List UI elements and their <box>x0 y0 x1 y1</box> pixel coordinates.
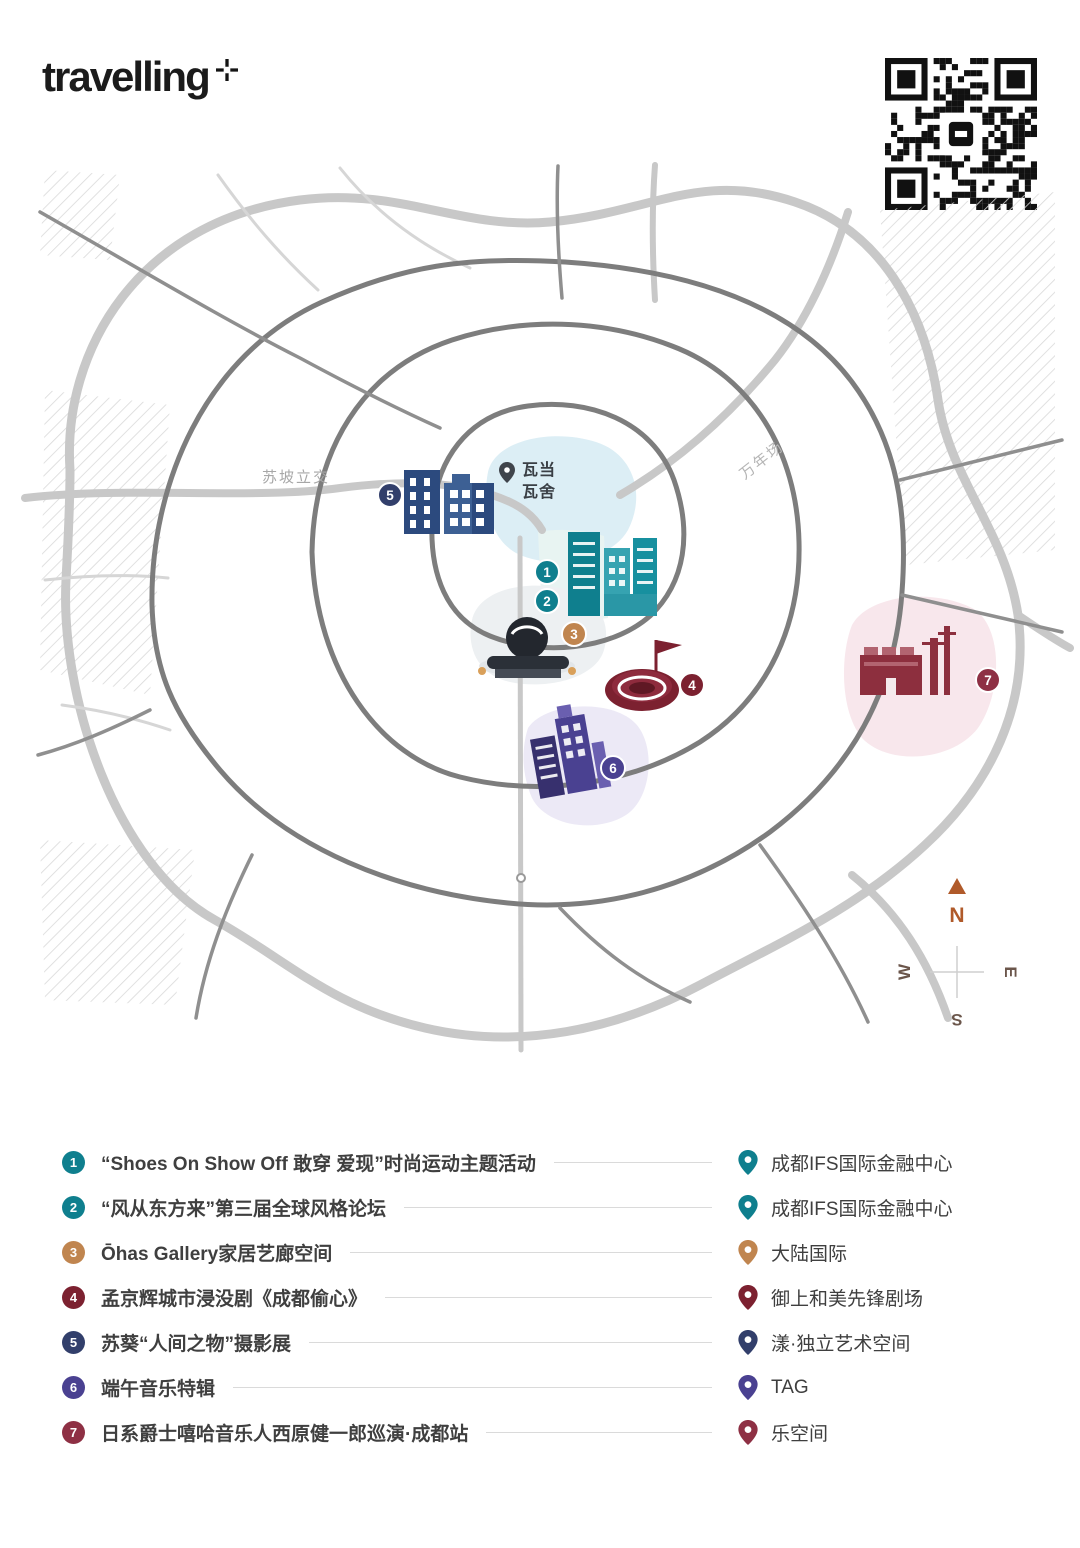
legend-number-badge: 1 <box>62 1151 85 1174</box>
legend: 1 “Shoes On Show Off 敢穿 爱现”时尚运动主题活动 成都IF… <box>62 1140 1018 1455</box>
legend-row: 5 苏葵“人间之物”摄影展 漾·独立艺术空间 <box>62 1320 1018 1365</box>
map-marker-7: 7 <box>975 667 1001 693</box>
svg-text:4: 4 <box>688 678 696 693</box>
event-title: 孟京辉城市浸没剧《成都偷心》 <box>101 1289 368 1310</box>
legend-number-badge: 3 <box>62 1241 85 1264</box>
road-label-supo: 苏坡立交 <box>262 468 330 486</box>
ring-road-outer <box>149 257 906 908</box>
lake-area <box>486 436 637 562</box>
highway-roads <box>21 162 1074 1053</box>
stadium-building <box>605 640 682 711</box>
venue-pin-icon <box>738 1239 758 1265</box>
venue-name: 成都IFS国际金融中心 <box>771 1154 953 1175</box>
ring-roads <box>149 257 906 908</box>
building-cluster-teal <box>568 532 657 616</box>
leader-line <box>385 1297 712 1298</box>
poi-wadang: 瓦当 瓦舍 <box>499 460 556 501</box>
svg-text:3: 3 <box>570 627 578 642</box>
venue-pin-icon <box>738 1374 758 1400</box>
venue-name: 乐空间 <box>771 1424 829 1445</box>
svg-text:E: E <box>1001 966 1020 977</box>
ring-road-middle <box>309 321 802 789</box>
north-arrow-icon <box>948 878 966 894</box>
building-cluster-purple <box>529 704 612 799</box>
event-title: “风从东方来”第三届全球风格论坛 <box>101 1199 387 1220</box>
map-marker-3: 3 <box>561 621 587 647</box>
venue-name: TAG <box>771 1376 809 1398</box>
road-label-wannianchang: 万年场 <box>737 438 788 483</box>
legend-row: 6 端午音乐特辑 TAG <box>62 1365 1018 1410</box>
map-marker-4: 4 <box>679 672 705 698</box>
road-end-dot <box>516 873 526 883</box>
event-title: Ōhas Gallery家居艺廊空间 <box>101 1244 333 1265</box>
leader-line <box>486 1432 712 1433</box>
leader-line <box>350 1252 712 1253</box>
venue-name: 御上和美先锋剧场 <box>771 1289 924 1310</box>
event-title: 日系爵士嘻哈音乐人西原健一郎巡演·成都站 <box>101 1424 469 1445</box>
minor-roads <box>36 164 1064 1024</box>
art-installation-illustration <box>478 617 576 678</box>
compass: N W E S <box>895 878 1020 1029</box>
legend-row: 3 Ōhas Gallery家居艺廊空间 大陆国际 <box>62 1230 1018 1275</box>
factory-building <box>860 626 956 695</box>
plus-icon <box>215 59 238 81</box>
ring-road-inner <box>429 401 687 651</box>
venue-pin-icon <box>738 1194 758 1220</box>
venue-pin-icon <box>738 1419 758 1445</box>
svg-text:W: W <box>895 963 914 980</box>
venue-pin-icon <box>738 1284 758 1310</box>
svg-text:S: S <box>951 1010 962 1029</box>
legend-number-badge: 5 <box>62 1331 85 1354</box>
svg-text:瓦舍: 瓦舍 <box>522 482 556 501</box>
city-map: 1 2 3 4 5 6 7 苏坡立交 万年场 瓦当 瓦舍 N W E S <box>21 162 1074 1053</box>
event-title: 端午音乐特辑 <box>101 1379 216 1400</box>
building-cluster-blue <box>404 470 494 534</box>
legend-number-badge: 2 <box>62 1196 85 1219</box>
leader-line <box>233 1387 712 1388</box>
svg-text:2: 2 <box>543 594 551 609</box>
svg-text:瓦当: 瓦当 <box>522 460 556 479</box>
svg-text:6: 6 <box>609 761 617 776</box>
brand-logo-text: travelling <box>42 53 211 100</box>
venue-name: 漾·独立艺术空间 <box>771 1334 911 1355</box>
leader-line <box>404 1207 712 1208</box>
leader-line <box>309 1342 712 1343</box>
map-marker-6: 6 <box>600 755 626 781</box>
map-marker-1: 1 <box>534 559 560 585</box>
legend-row: 2 “风从东方来”第三届全球风格论坛 成都IFS国际金融中心 <box>62 1185 1018 1230</box>
legend-number-badge: 7 <box>62 1421 85 1444</box>
venue-pin-icon <box>738 1149 758 1175</box>
legend-number-badge: 6 <box>62 1376 85 1399</box>
brand-logo: travelling <box>42 56 238 98</box>
venue-pin-icon <box>738 1329 758 1355</box>
leader-line <box>553 1162 712 1163</box>
svg-text:1: 1 <box>543 565 551 580</box>
legend-row: 1 “Shoes On Show Off 敢穿 爱现”时尚运动主题活动 成都IF… <box>62 1140 1018 1185</box>
svg-text:7: 7 <box>984 673 992 688</box>
venue-name: 大陆国际 <box>771 1244 848 1265</box>
venue-name: 成都IFS国际金融中心 <box>771 1199 953 1220</box>
event-title: “Shoes On Show Off 敢穿 爱现”时尚运动主题活动 <box>101 1154 536 1175</box>
legend-number-badge: 4 <box>62 1286 85 1309</box>
map-marker-5: 5 <box>377 482 403 508</box>
legend-row: 7 日系爵士嘻哈音乐人西原健一郎巡演·成都站 乐空间 <box>62 1410 1018 1455</box>
legend-row: 4 孟京辉城市浸没剧《成都偷心》 御上和美先锋剧场 <box>62 1275 1018 1320</box>
event-title: 苏葵“人间之物”摄影展 <box>101 1334 292 1355</box>
svg-text:N: N <box>949 904 964 927</box>
map-marker-2: 2 <box>534 588 560 614</box>
svg-text:5: 5 <box>386 488 394 503</box>
